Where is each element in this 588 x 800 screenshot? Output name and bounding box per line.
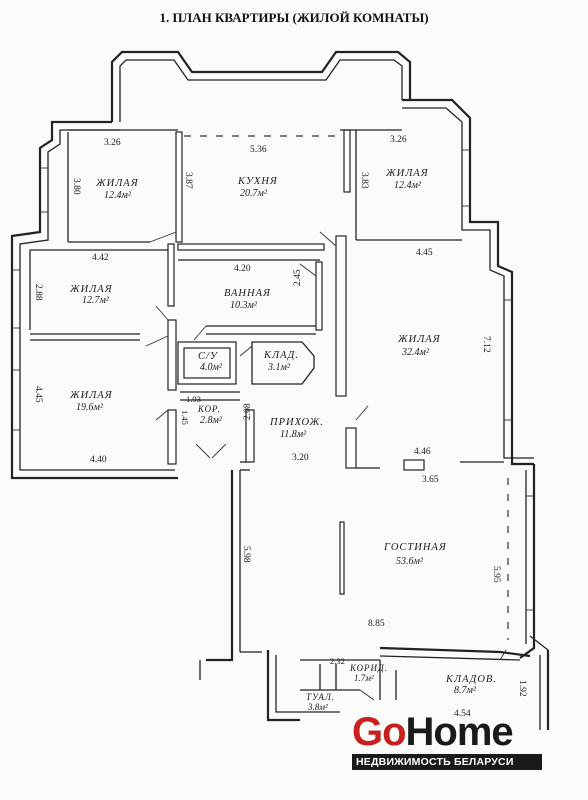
dim-3-26-left: 3.26	[104, 138, 121, 148]
room-corridor1-name: КОР.	[197, 404, 221, 414]
room-living-ne-name: ЖИЛАЯ	[385, 168, 429, 179]
outer-walls	[10, 50, 550, 730]
room-labels: ЖИЛАЯ 12.4м² КУХНЯ 20.7м² ЖИЛАЯ 12.4м² Ж…	[69, 168, 497, 712]
inner-walls	[29, 129, 504, 713]
room-kitchen-area: 20.7м²	[240, 188, 268, 199]
room-bathroom-name: ВАННАЯ	[224, 288, 271, 299]
room-living-nw-name: ЖИЛАЯ	[95, 178, 139, 189]
dim-3-83: 3.83	[359, 172, 369, 189]
dim-5-95: 5.95	[491, 566, 501, 583]
dim-3-26-right: 3.26	[390, 135, 407, 145]
room-lounge-name: ГОСТИНАЯ	[383, 542, 447, 553]
dim-4-45-top: 4.45	[416, 248, 433, 258]
dim-2-32: 2.32	[330, 656, 345, 666]
dimension-labels: 3.26 5.36 3.26 3.80 3.87 3.83 4.42 4.20 …	[33, 135, 527, 719]
dim-4-45-left: 4.45	[33, 386, 43, 403]
dim-2-08: 2.08	[243, 403, 253, 420]
room-storage2-name: КЛАДОВ.	[445, 674, 497, 685]
dim-2-88: 2.88	[33, 284, 43, 301]
room-storage2-area: 8.7м²	[454, 685, 477, 696]
dim-4-42: 4.42	[92, 253, 109, 263]
room-hall-name: ПРИХОЖ.	[269, 417, 324, 428]
dim-1-92: 1.92	[517, 680, 527, 697]
dim-4-20: 4.20	[234, 264, 251, 274]
dim-5-36: 5.36	[250, 145, 267, 155]
dim-1-45: 1.45	[180, 410, 190, 425]
room-living-e-name: ЖИЛАЯ	[397, 334, 441, 345]
plan-title: 1. ПЛАН КВАРТИРЫ (ЖИЛОЙ КОМНАТЫ)	[159, 10, 429, 25]
dim-7-12: 7.12	[481, 336, 491, 353]
room-bathroom-area: 10.3м²	[230, 300, 258, 311]
room-corridor1-area: 2.8м²	[200, 415, 223, 426]
room-living-w-area: 12.7м²	[82, 295, 110, 306]
gohome-logo: GoHome НЕДВИЖИМОСТЬ БЕЛАРУСИ	[352, 712, 542, 770]
logo-home: Home	[405, 710, 514, 754]
room-corridor2-name: КОРИД.	[349, 663, 388, 673]
dim-8-85: 8.85	[368, 619, 385, 629]
logo-go: Go	[352, 710, 407, 754]
room-toilet-name: ТУАЛ.	[306, 692, 335, 702]
room-corridor2-area: 1.7м²	[354, 673, 374, 683]
room-wc-area: 4.0м²	[200, 362, 223, 373]
room-storage1-name: КЛАД.	[263, 350, 299, 361]
dim-3-20: 3.20	[292, 453, 309, 463]
dim-5-98: 5.98	[241, 546, 251, 563]
dim-3-87: 3.87	[183, 172, 193, 189]
room-storage1-area: 3.1м²	[267, 362, 291, 373]
room-living-sw-area: 19.6м²	[76, 402, 104, 413]
room-living-e-area: 32.4м²	[401, 347, 430, 358]
room-living-ne-area: 12.4м²	[394, 180, 422, 191]
dim-4-46: 4.46	[414, 447, 431, 457]
dim-3-65: 3.65	[422, 475, 439, 485]
dim-2-45: 2.45	[293, 269, 303, 286]
windows	[12, 149, 534, 611]
room-lounge-area: 53.6м²	[396, 556, 424, 567]
dim-1-93: 1.93	[186, 394, 201, 404]
logo-tagline: НЕДВИЖИМОСТЬ БЕЛАРУСИ	[352, 754, 542, 770]
dim-4-54: 4.54	[454, 709, 471, 719]
door-swings	[145, 231, 507, 701]
room-kitchen-name: КУХНЯ	[237, 176, 278, 187]
room-living-sw-name: ЖИЛАЯ	[69, 390, 113, 401]
room-living-nw-area: 12.4м²	[104, 190, 132, 201]
room-wc-name: С/У	[198, 351, 219, 362]
dim-4-40: 4.40	[90, 455, 107, 465]
room-hall-area: 11.8м²	[280, 429, 307, 440]
room-toilet-area: 3.8м²	[307, 702, 328, 712]
room-living-w-name: ЖИЛАЯ	[69, 284, 113, 295]
logo-wordmark: GoHome	[352, 712, 542, 752]
dim-3-80: 3.80	[71, 178, 81, 195]
